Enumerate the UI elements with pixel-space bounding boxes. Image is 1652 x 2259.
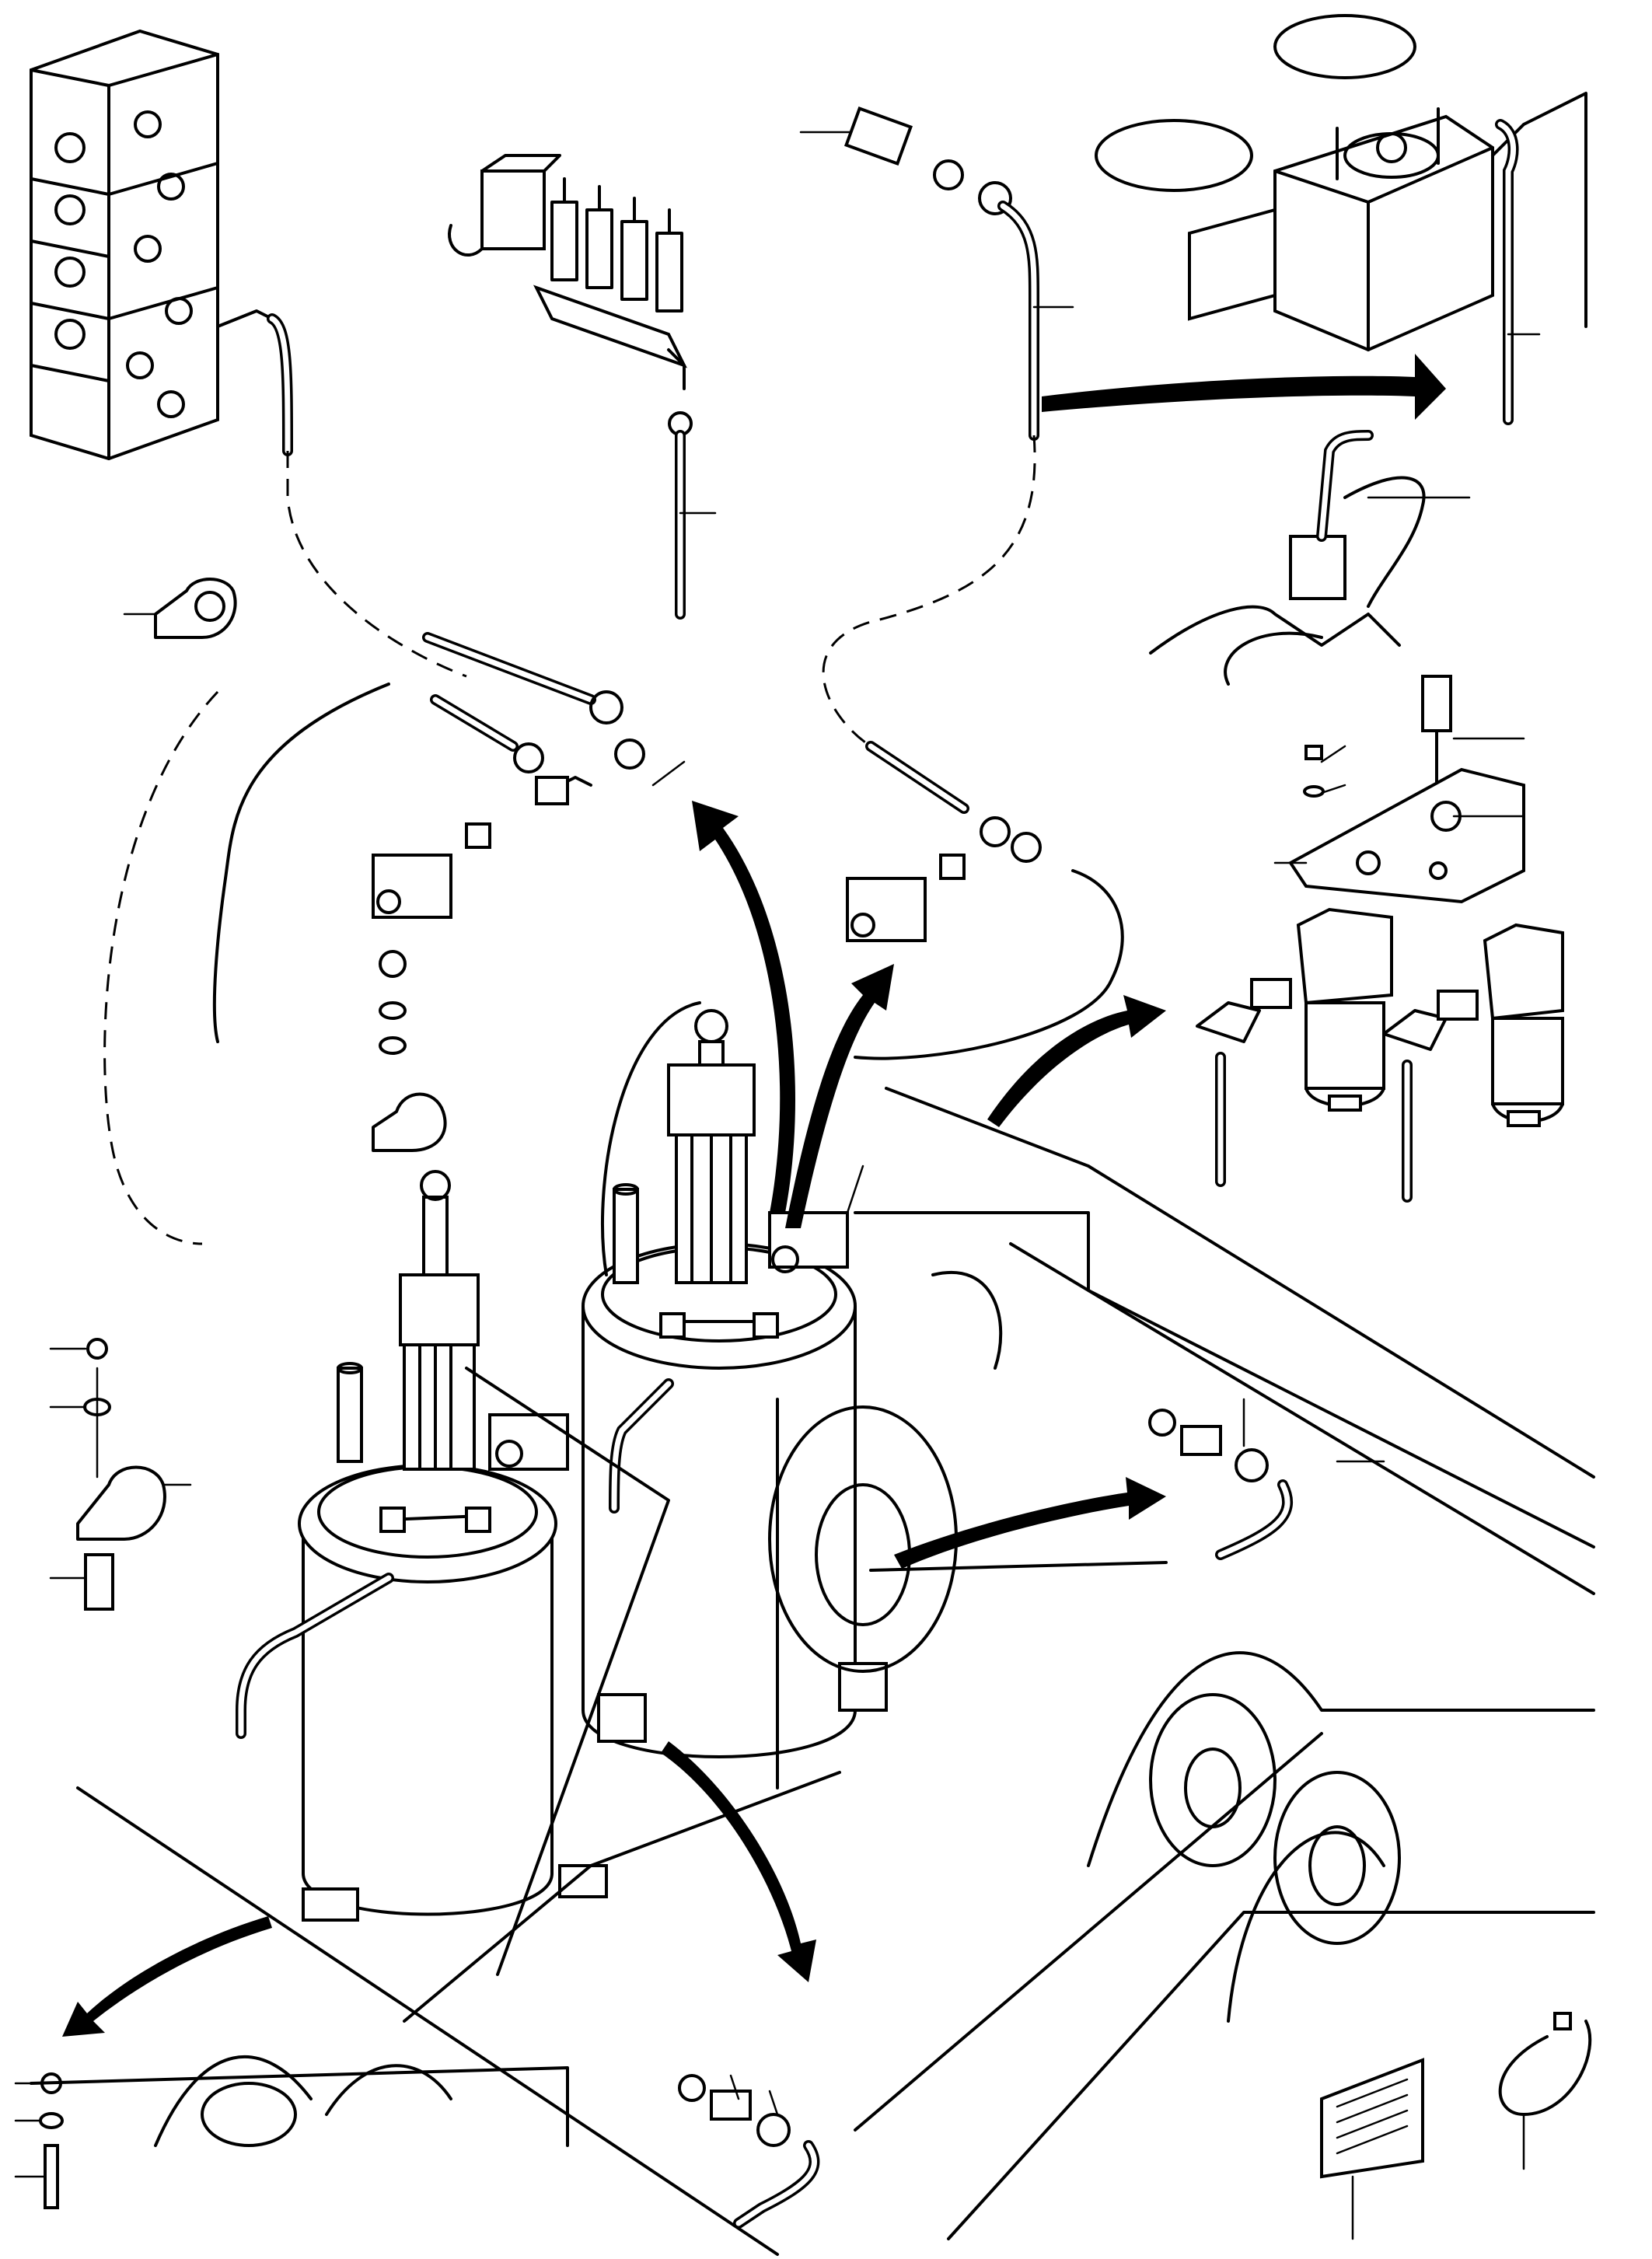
hose-clamp	[154, 578, 237, 639]
filter-left	[1196, 907, 1393, 1187]
hose-fitting-top	[822, 106, 1039, 748]
cable-tie	[1498, 2012, 1592, 2170]
fitting-set-bottom	[678, 2074, 820, 2229]
accumulator-tank-right	[582, 1001, 888, 1758]
lubrication-distributor	[448, 154, 693, 620]
fitting-set-right	[1148, 1409, 1293, 1560]
filter-right	[1382, 923, 1564, 1203]
pressure-valve-assembly	[1149, 430, 1426, 686]
accumulator-tank-left	[236, 1170, 608, 1922]
hydraulic-cylinder-block	[1095, 14, 1587, 425]
hydraulic-hoses-center	[103, 451, 645, 1245]
leader-lines	[14, 131, 1541, 2240]
valve-clamp-center-right	[846, 741, 1124, 1060]
nut-washer-stud-stack	[39, 2072, 64, 2209]
flow-arrows	[62, 354, 1446, 2037]
frame-structure	[30, 1087, 1595, 2256]
clamp-stack-left	[76, 1338, 166, 1611]
elbow-fitting-left	[1196, 978, 1292, 1187]
elbow-fitting-right	[1382, 990, 1479, 1203]
control-valve-block	[30, 29, 293, 461]
warning-label	[1320, 2058, 1424, 2179]
mounting-bracket	[1288, 675, 1525, 904]
washer-stack-center	[372, 950, 447, 1152]
